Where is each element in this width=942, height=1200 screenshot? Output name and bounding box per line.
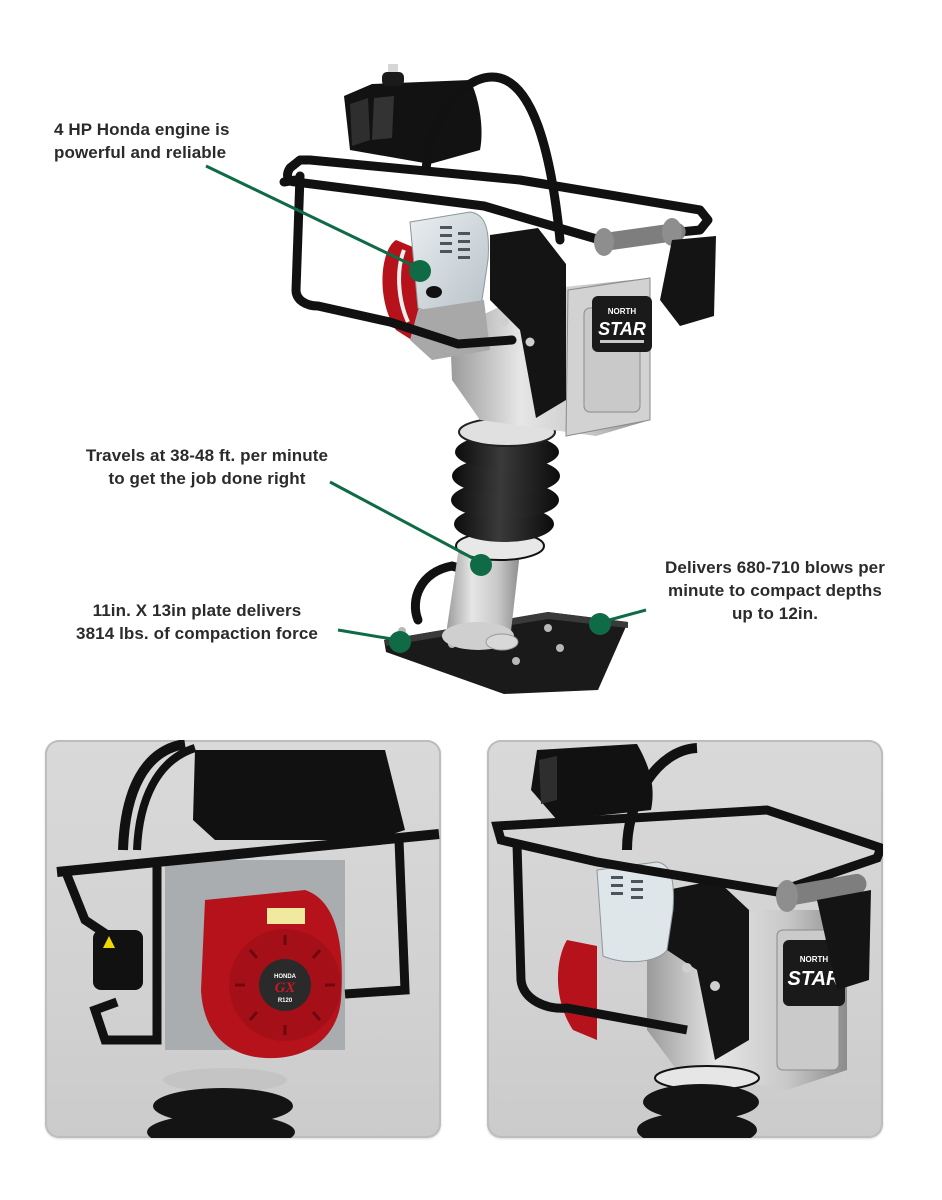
callout-engine: 4 HP Honda engine is powerful and reliab… [54, 118, 230, 164]
detail-panel-engine: HONDA GX R120 [45, 740, 441, 1138]
callout-travel-line2: to get the job done right [108, 469, 306, 488]
north-star-logo-plate-detail [783, 940, 845, 1006]
callout-blows-line2: minute to compact depths [668, 581, 882, 600]
handle-grip [594, 218, 686, 256]
engine-closeup-image: HONDA GX R120 [56, 740, 440, 1138]
gx-label: GX [275, 980, 297, 996]
callout-blows: Delivers 680-710 blows per minute to com… [650, 556, 900, 625]
detail-panel-housing: NORTH STAR [487, 740, 883, 1138]
callout-markers [205, 164, 647, 653]
logo-star: STAR [598, 319, 646, 339]
logo-north-detail: NORTH [800, 955, 829, 964]
callout-travel-line1: Travels at 38-48 ft. per minute [85, 446, 329, 465]
logo-north: NORTH [608, 307, 637, 316]
handle-frame [279, 72, 713, 349]
callout-engine-line1: 4 HP Honda engine is [54, 120, 230, 139]
honda-label: HONDA [274, 974, 297, 980]
callout-plate: 11in. X 13in plate delivers 3814 lbs. of… [62, 599, 332, 645]
callout-plate-line2: 3814 lbs. of compaction force [76, 624, 318, 643]
rammer-product-image: NORTH STAR [205, 64, 716, 694]
model-label: R120 [278, 998, 293, 1004]
logo-star-detail: STAR [788, 968, 842, 990]
north-star-logo-plate [592, 296, 652, 352]
callout-blows-line1: Delivers 680-710 blows per [665, 558, 885, 577]
lower-leg [442, 540, 520, 651]
callout-plate-line1: 11in. X 13in plate delivers [92, 601, 302, 620]
fuel-tank [344, 64, 482, 164]
callout-engine-line2: powerful and reliable [54, 143, 227, 162]
gear-housing: NORTH STAR [450, 277, 652, 437]
rubber-bellows [451, 417, 560, 561]
callout-travel: Travels at 38-48 ft. per minute to get t… [72, 444, 342, 490]
housing-closeup-image: NORTH STAR [491, 743, 883, 1138]
callout-blows-line3: up to 12in. [731, 604, 819, 623]
